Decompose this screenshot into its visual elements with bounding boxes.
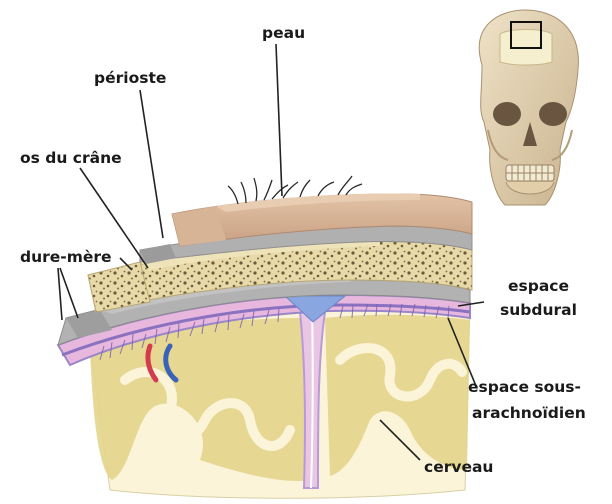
label-espace-sous-arach-2: arachnoïdien bbox=[472, 404, 586, 422]
label-espace-subdural-1: espace bbox=[508, 277, 569, 295]
label-os-du-crane: os du crâne bbox=[20, 149, 122, 167]
leader-dure-mere-a bbox=[58, 268, 62, 320]
label-espace-sous-arach-1: espace sous- bbox=[468, 378, 581, 396]
label-peau: peau bbox=[262, 24, 305, 42]
leader-perioste bbox=[140, 90, 163, 238]
label-cerveau: cerveau bbox=[424, 458, 493, 476]
label-perioste: périoste bbox=[94, 69, 166, 87]
leader-dure-mere-b bbox=[60, 268, 78, 318]
label-espace-subdural-2: subdural bbox=[500, 301, 577, 319]
label-dure-mere: dure-mère bbox=[20, 248, 112, 266]
skull-thumbnail bbox=[479, 10, 578, 205]
leader-peau bbox=[276, 44, 282, 196]
